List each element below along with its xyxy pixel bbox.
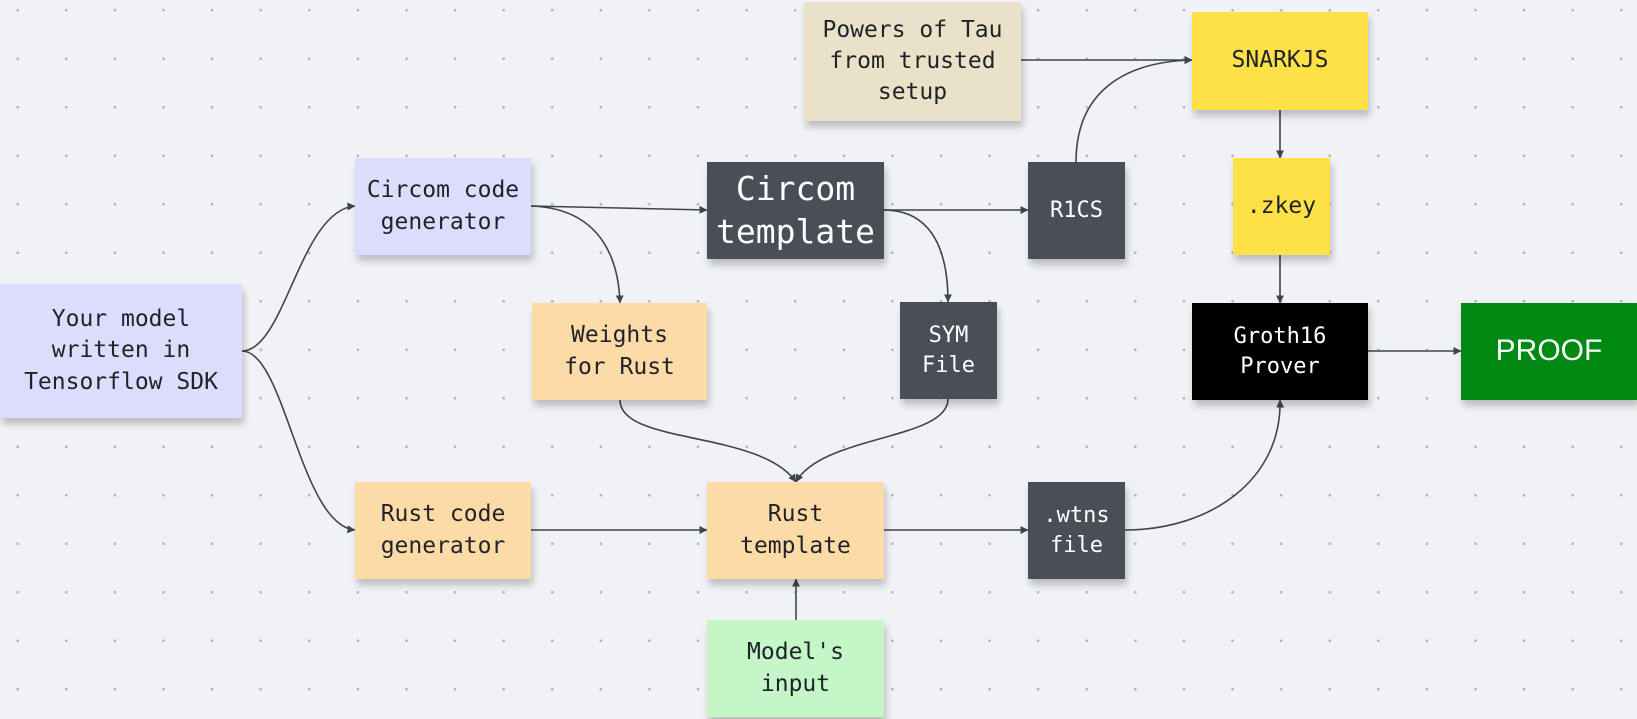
- note-model-input[interactable]: Model's input: [707, 620, 884, 717]
- edge-circom-template-to-sym-file: [883, 209, 952, 303]
- note-label: Rust code generator: [380, 501, 506, 559]
- note-label: Rust template: [740, 501, 851, 559]
- note-model[interactable]: Your model written in Tensorflow SDK: [0, 284, 242, 418]
- edge-circom-gen-to-weights: [530, 205, 624, 304]
- note-label: Circom template: [716, 169, 875, 251]
- note-rust-gen[interactable]: Rust code generator: [355, 482, 531, 579]
- edge-sym-file-to-rust-template: [795, 398, 949, 483]
- note-label: Circom code generator: [366, 177, 520, 235]
- note-powers-of-tau[interactable]: Powers of Tau from trusted setup: [804, 2, 1021, 121]
- note-zkey[interactable]: .zkey: [1233, 158, 1330, 255]
- note-label: SYM File: [922, 322, 975, 378]
- note-circom-template[interactable]: Circom template: [707, 162, 884, 259]
- note-label: Weights for Rust: [564, 322, 675, 380]
- note-label: Model's input: [747, 639, 844, 697]
- note-label: PROOF: [1495, 334, 1603, 368]
- note-label: .zkey: [1246, 192, 1317, 219]
- edge-model-to-rust-gen: [241, 350, 356, 534]
- edge-model-to-circom-gen: [241, 202, 356, 352]
- note-rust-template[interactable]: Rust template: [707, 482, 884, 579]
- note-label: Your model written in Tensorflow SDK: [24, 306, 218, 395]
- note-r1cs[interactable]: R1CS: [1028, 162, 1125, 259]
- note-groth16[interactable]: Groth16 Prover: [1192, 303, 1368, 400]
- edge-r1cs-to-snarkjs: [1075, 56, 1193, 163]
- note-label: SNARKJS: [1231, 47, 1329, 74]
- note-weights[interactable]: Weights for Rust: [532, 303, 707, 400]
- note-sym-file[interactable]: SYM File: [900, 302, 997, 399]
- note-wtns-file[interactable]: .wtns file: [1028, 482, 1125, 579]
- note-snarkjs[interactable]: SNARKJS: [1192, 12, 1368, 110]
- note-label: Groth16 Prover: [1233, 323, 1327, 379]
- note-label: .wtns file: [1043, 502, 1110, 558]
- edge-wtns-file-to-groth16: [1124, 399, 1285, 531]
- edge-circom-gen-to-circom-template: [530, 205, 708, 214]
- edge-weights-to-rust-template: [619, 399, 797, 483]
- note-label: R1CS: [1050, 197, 1103, 223]
- note-circom-gen[interactable]: Circom code generator: [355, 158, 531, 255]
- note-proof[interactable]: PROOF: [1461, 303, 1637, 400]
- note-label: Powers of Tau from trusted setup: [822, 16, 1003, 106]
